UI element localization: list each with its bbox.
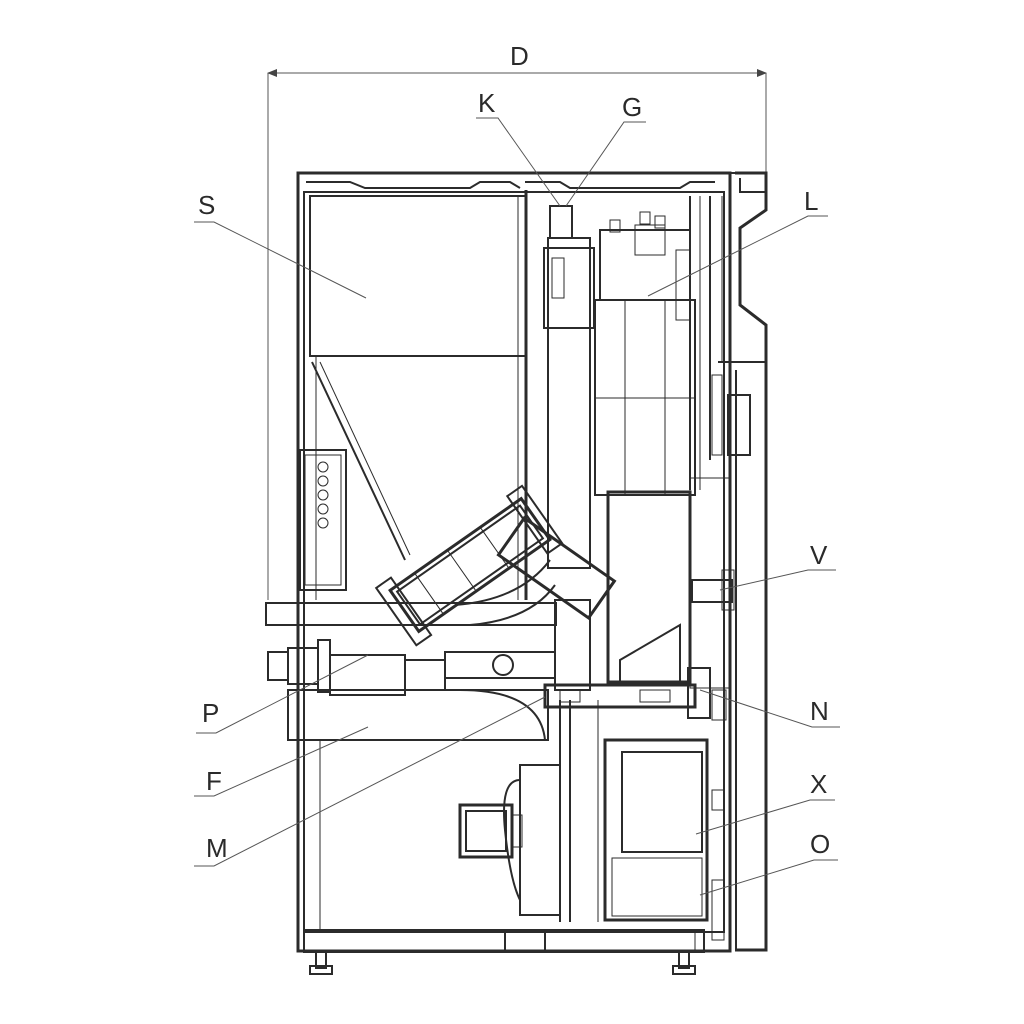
base-frame [303, 929, 705, 975]
door-fittings [711, 374, 727, 941]
heat-exchanger [543, 196, 711, 569]
label-n: N [810, 696, 829, 726]
control-knob-icon [317, 489, 329, 501]
combustion-chamber [606, 394, 751, 689]
control-knob-icon [317, 517, 329, 529]
label-g: G [622, 92, 642, 122]
foot-icon [672, 965, 696, 975]
auger-feeder [374, 484, 617, 647]
control-knob-icon [317, 461, 329, 473]
dimension-d [267, 69, 767, 600]
outer-casing [296, 171, 768, 953]
label-o: O [810, 829, 830, 859]
label-l: L [804, 186, 818, 216]
label-k: K [478, 88, 496, 118]
blower-motor [458, 803, 523, 859]
pellet-hopper [309, 190, 528, 600]
label-s: S [198, 190, 215, 220]
label-x: X [810, 769, 827, 799]
fan-duct [287, 689, 549, 930]
label-p: P [202, 698, 219, 728]
label-m: M [206, 833, 228, 863]
label-f: F [206, 766, 222, 796]
control-knob-icon [317, 475, 329, 487]
ash-compartment [503, 700, 709, 922]
label-v: V [810, 540, 828, 570]
control-knob-icon [317, 503, 329, 515]
leader-lines [194, 117, 840, 896]
drive-unit [265, 599, 591, 696]
control-panel [299, 449, 347, 591]
foot-icon [678, 951, 690, 969]
foot-icon [309, 965, 333, 975]
label-d: D [510, 41, 529, 71]
foot-icon [315, 951, 327, 969]
